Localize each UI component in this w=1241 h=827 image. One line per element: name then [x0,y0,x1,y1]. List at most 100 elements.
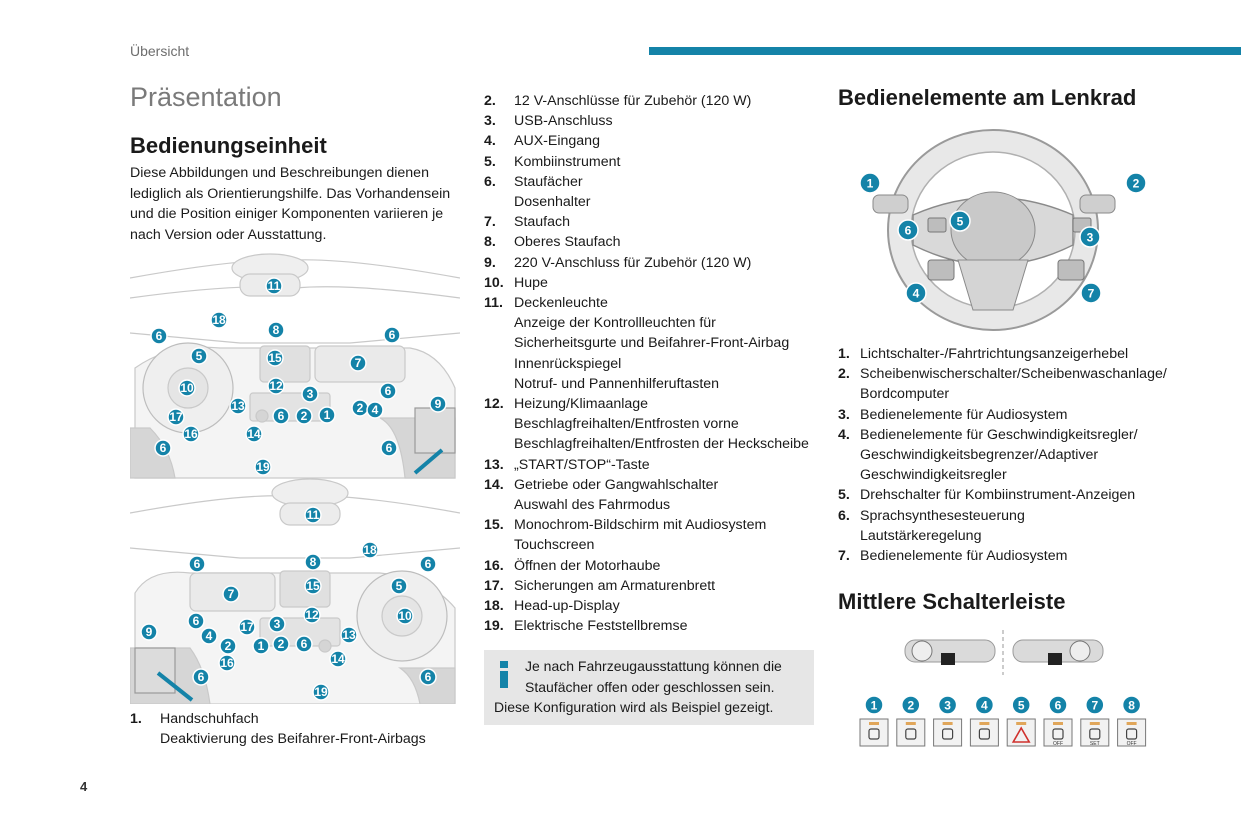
callout-badge-6: 6 [1048,695,1068,715]
callout-badge-17: 17 [238,618,256,636]
callout-badge-4: 4 [974,695,995,715]
item-number: 14. [484,476,504,493]
svg-text:OFF: OFF [1127,741,1137,747]
item-text: Anzeige der Kontrollleuchten für [514,315,716,332]
svg-text:2: 2 [301,409,308,423]
item-text: Getriebe oder Gangwahlschalter [514,476,719,493]
item-text: Handschuhfach [160,711,259,727]
section-title-lenkrad: Bedienelemente am Lenkrad [838,85,1137,110]
item-text: Auswahl des Fahrmodus [514,497,671,514]
callout-badge-9: 9 [140,623,158,641]
callout-badge-19: 19 [312,683,330,701]
item-number: 1. [130,711,142,727]
svg-text:6: 6 [301,637,308,651]
item-number: 5. [838,487,850,504]
callout-badge-19: 19 [254,458,272,476]
callout-badge-15: 15 [266,349,284,367]
item-text: Lautstärkeregelung [860,527,982,544]
item-text: USB-Anschluss [514,113,613,130]
list-item: 16.Öffnen der Motorhaube [484,556,814,576]
center-switch-8[interactable]: OFF [1117,718,1147,747]
svg-text:6: 6 [198,670,205,684]
callout-badge-6: 6 [419,555,437,573]
svg-text:3: 3 [944,698,951,712]
intro-text: Diese Abbildungen und Beschreibungen die… [130,165,451,243]
item-text: Bedienelemente für Geschwindigkeitsregle… [860,426,1138,443]
item-number: 6. [838,507,850,524]
callout-badge-6: 6 [188,555,206,573]
svg-text:12: 12 [305,608,319,622]
svg-text:19: 19 [256,460,270,474]
item-text: Head-up-Display [514,598,620,615]
item-number: 9. [484,254,496,271]
item-text: Sicherheitsgurte und Beifahrer-Front-Air… [514,335,790,352]
callout-badge-1: 1 [864,695,884,715]
callout-badge-6: 6 [295,635,313,653]
svg-text:6: 6 [425,670,432,684]
list-item: 3.USB-Anschluss [484,111,814,131]
center-switch-2[interactable] [896,718,926,747]
callout-badge-2: 2 [295,407,313,425]
callout-badge-8: 8 [304,553,322,571]
item-text: Beschlagfreihalten/Entfrosten vorne [514,416,739,433]
callout-badge-7: 7 [1080,282,1102,304]
center-switch-6[interactable]: OFF [1043,718,1073,747]
svg-text:7: 7 [228,587,235,601]
svg-text:8: 8 [273,323,280,337]
callout-badge-12: 12 [267,377,285,395]
callout-badge-5: 5 [949,210,971,232]
svg-text:6: 6 [1055,698,1062,712]
callout-badge-4: 4 [200,627,218,645]
callout-badge-14: 14 [245,425,263,443]
item-text: Scheibenwischerschalter/Scheibenwaschanl… [860,366,1167,383]
callout-badge-18: 18 [210,311,228,329]
svg-text:5: 5 [396,579,403,593]
list-item: 10.Hupe [484,273,814,293]
callout-badge-18: 18 [361,541,379,559]
svg-text:2: 2 [225,639,232,653]
item-number: 6. [484,173,496,190]
callout-badge-11: 11 [265,277,283,295]
section-title-schalterleiste: Mittlere Schalterleiste [838,589,1066,614]
item-number: 13. [484,456,504,473]
item-number: 4. [484,133,496,150]
svg-text:6: 6 [156,329,163,343]
list-item: 3.Bedienelemente für Audiosystem [838,405,1198,425]
svg-text:7: 7 [1088,287,1095,301]
svg-text:6: 6 [160,441,167,455]
item-text: Sicherungen am Armaturenbrett [514,577,716,594]
callout-badge-12: 12 [303,606,321,624]
callout-badge-2: 2 [219,637,237,655]
svg-text:3: 3 [274,617,281,631]
item-number: 16. [484,557,504,574]
item-number: 2. [838,366,850,383]
list-item: 4.Bedienelemente für Geschwindigkeitsreg… [838,425,1198,486]
center-switch-5[interactable] [1006,718,1036,747]
item-text: Notruf- und Pannenhilferuftasten [514,375,720,392]
svg-text:15: 15 [306,579,320,593]
callout-badge-7: 7 [1085,695,1105,715]
list-item: 5.Drehschalter für Kombiinstrument-Anzei… [838,485,1198,505]
svg-text:8: 8 [1128,698,1135,712]
svg-text:8: 8 [310,555,317,569]
list-item: 2. Scheibenwischerschalter/Scheibenwascha… [838,364,1198,404]
list-item: 9.220 V-Anschluss für Zubehör (120 W) [484,253,814,273]
svg-text:6: 6 [385,384,392,398]
center-switch-3[interactable] [933,718,963,747]
callout-badge-10: 10 [396,607,414,625]
callout-badge-6: 6 [383,326,401,344]
svg-text:14: 14 [247,427,261,441]
callout-badge-5: 5 [390,577,408,595]
center-switch-1[interactable] [859,718,889,747]
svg-text:2: 2 [1133,177,1140,191]
center-switch-7[interactable]: SET [1080,718,1110,747]
svg-text:13: 13 [231,399,245,413]
center-switch-4[interactable] [969,718,999,747]
callout-badge-7: 7 [222,585,240,603]
